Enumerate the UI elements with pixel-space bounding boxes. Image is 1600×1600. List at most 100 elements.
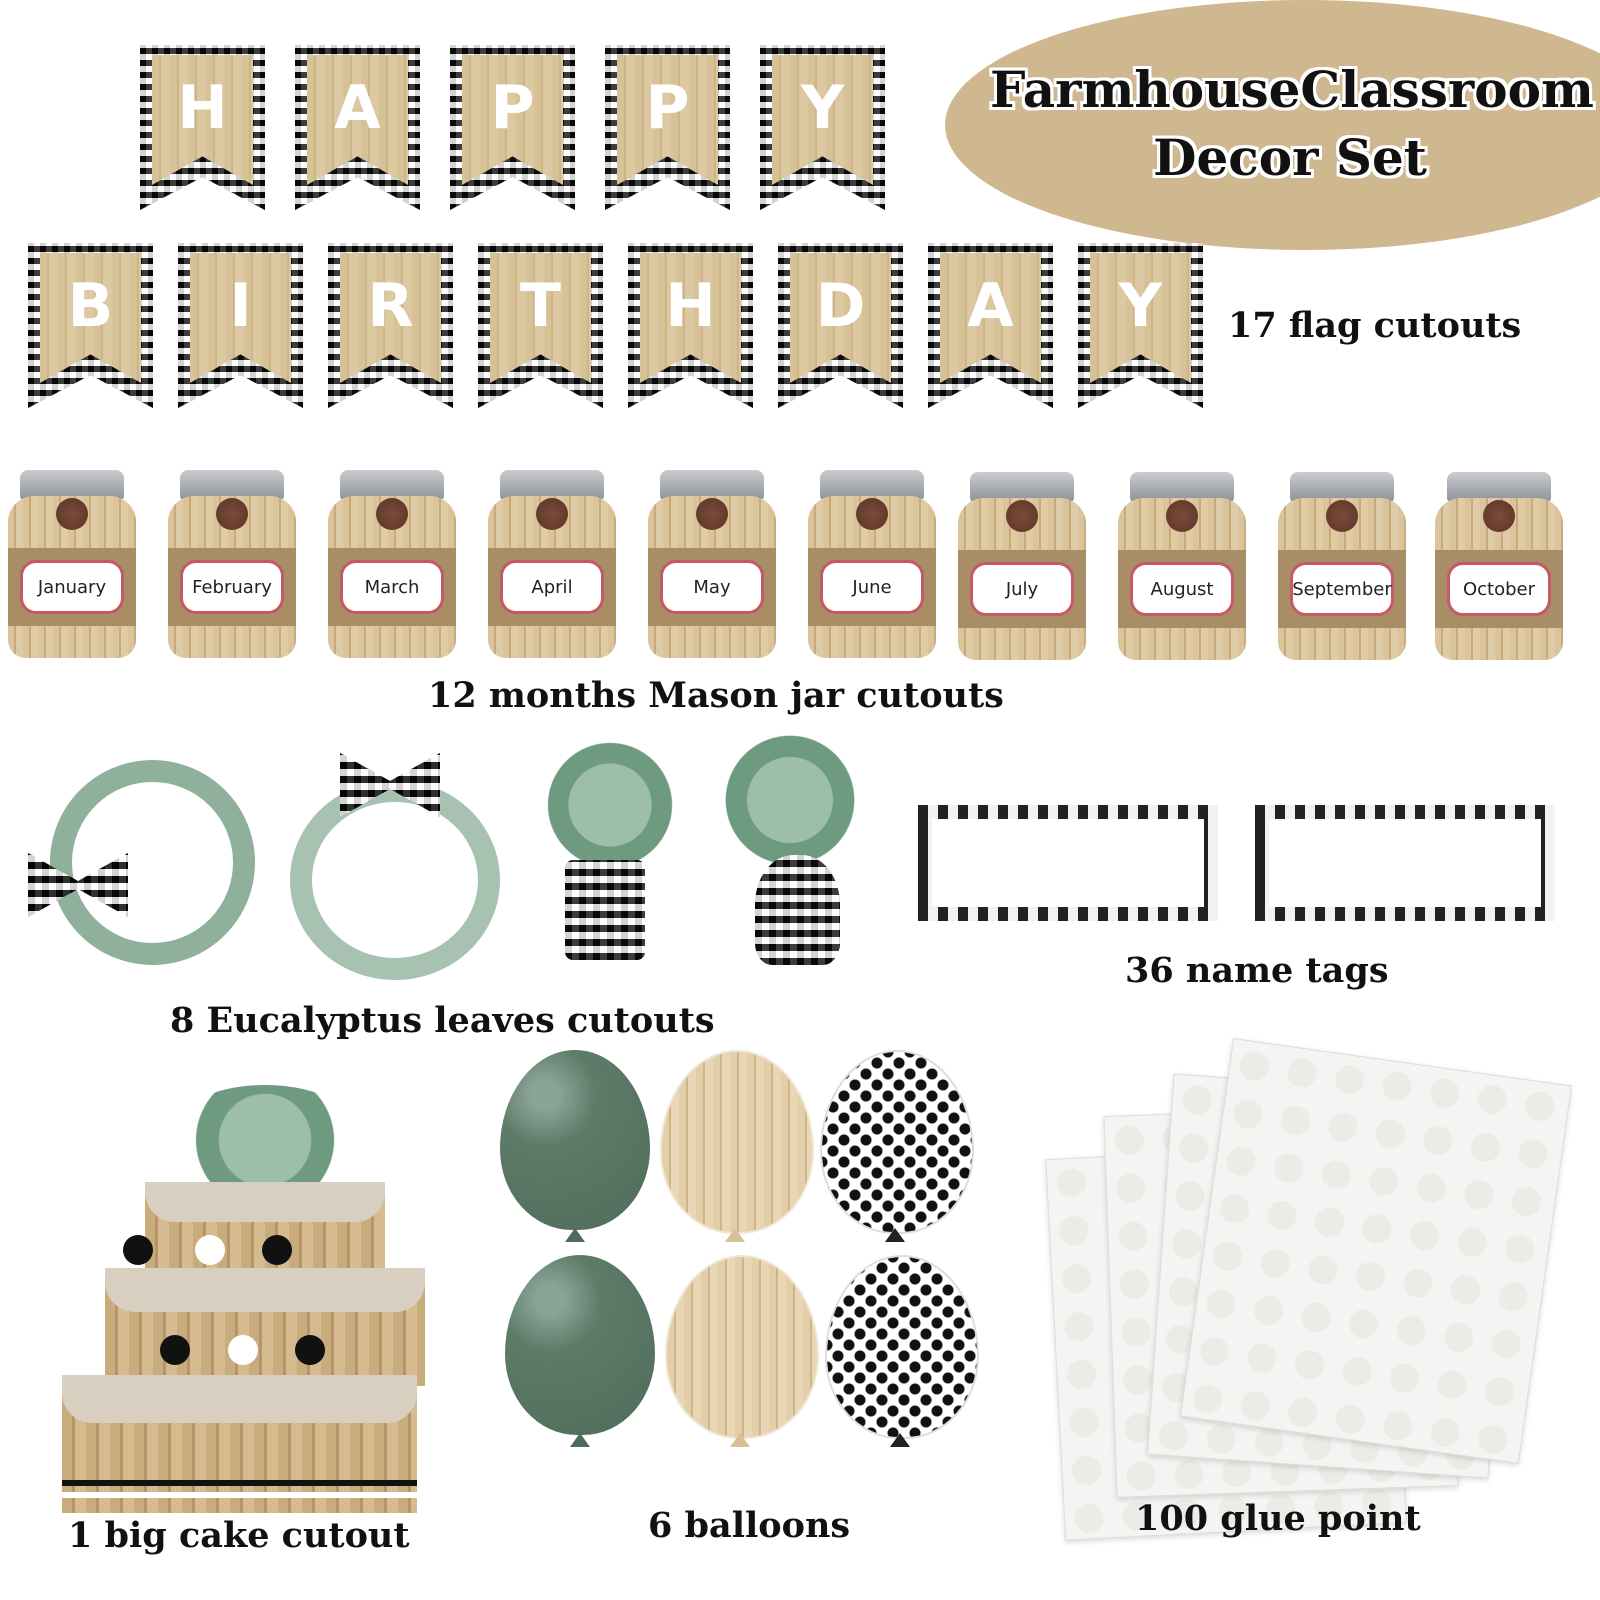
flag: A [928,243,1053,408]
jar-lid [660,470,764,500]
flag-letter: Y [772,55,873,185]
plaid-pitcher-icon [565,860,645,960]
jar-lid [340,470,444,500]
plaid-vase-icon [755,855,840,965]
mason-jar: May [648,470,776,660]
mason-jar: February [168,470,296,660]
balloons-caption: 6 balloons [648,1505,851,1546]
cake-stripe [62,1480,417,1486]
jar-label: March [340,560,444,614]
polka-dot-balloon-icon [820,1050,974,1234]
mason-jar: June [808,470,936,660]
glue-caption: 100 glue point [1135,1498,1421,1539]
jar-label: October [1447,562,1551,616]
flag-letter: H [152,55,253,185]
mason-jar: July [958,472,1086,662]
flag-letter: I [190,253,291,383]
rose-icon [536,498,568,530]
cake-stripe [62,1492,417,1498]
cake-dot [195,1235,225,1265]
flag: A [295,45,420,210]
cake-dot [228,1335,258,1365]
flag-letter: R [340,253,441,383]
jar-label: January [20,560,124,614]
rose-icon [376,498,408,530]
jar-lid [970,472,1074,502]
rose-icon [216,498,248,530]
flag: R [328,243,453,408]
name-tag [918,805,1218,921]
rose-icon [1006,500,1038,532]
jar-label: May [660,560,764,614]
flag: T [478,243,603,408]
flag: H [628,243,753,408]
mason-jar: August [1118,472,1246,662]
flag: Y [760,45,885,210]
cake-dot [123,1235,153,1265]
wood-balloon-icon [660,1050,814,1234]
jar-lid [1290,472,1394,502]
mason-jar: April [488,470,616,660]
flag-letter: D [790,253,891,383]
jar-label: August [1130,562,1234,616]
eucalyptus-caption: 8 Eucalyptus leaves cutouts [170,1000,715,1041]
flag-letter: B [40,253,141,383]
title-line-1: FarmhouseClassroom [990,60,1594,119]
flag-letter: P [462,55,563,185]
jar-lid [20,470,124,500]
flag-caption: 17 flag cutouts [1228,305,1522,346]
flag-letter: A [307,55,408,185]
flag-letter: Y [1090,253,1191,383]
balloon-knot [570,1433,590,1447]
wood-balloon-icon [665,1255,819,1439]
flag: H [140,45,265,210]
cake-dot [295,1335,325,1365]
rose-icon [696,498,728,530]
jar-lid [1130,472,1234,502]
title-line-2: Decor Set [1153,128,1427,187]
jar-label: February [180,560,284,614]
wreath-icon [290,780,500,980]
rose-icon [56,498,88,530]
rose-icon [1166,500,1198,532]
jar-lid [820,470,924,500]
flag: B [28,243,153,408]
mason-jar: January [8,470,136,660]
jar-label: April [500,560,604,614]
flag: P [605,45,730,210]
jar-lid [1447,472,1551,502]
balloon-knot [565,1228,585,1242]
green-balloon-icon [500,1050,650,1230]
cake-frosting [62,1375,417,1423]
jar-label: June [820,560,924,614]
cake-caption: 1 big cake cutout [68,1515,410,1556]
mason-jar: October [1435,472,1563,662]
flag: Y [1078,243,1203,408]
polka-dot-balloon-icon [825,1255,979,1439]
cake-dot [160,1335,190,1365]
flag: P [450,45,575,210]
jar-caption: 12 months Mason jar cutouts [428,675,1004,716]
cake-dot [262,1235,292,1265]
cake-greenery-icon [165,1085,365,1195]
jar-label: July [970,562,1074,616]
name-tags-caption: 36 name tags [1125,950,1389,991]
flag-letter: T [490,253,591,383]
jar-label: September [1290,562,1394,616]
flag-letter: H [640,253,741,383]
cake-frosting [145,1182,385,1222]
jar-lid [500,470,604,500]
rose-icon [1326,500,1358,532]
title-badge [945,0,1600,250]
flag: I [178,243,303,408]
wreath-icon [50,760,255,965]
flag-letter: A [940,253,1041,383]
mason-jar: March [328,470,456,660]
green-balloon-icon [505,1255,655,1435]
glue-sheet [1180,1038,1572,1464]
eucalyptus-bouquet-icon [540,730,680,880]
cake-frosting [105,1268,425,1312]
mason-jar: September [1278,472,1406,662]
flag-letter: P [617,55,718,185]
name-tag [1255,805,1555,921]
